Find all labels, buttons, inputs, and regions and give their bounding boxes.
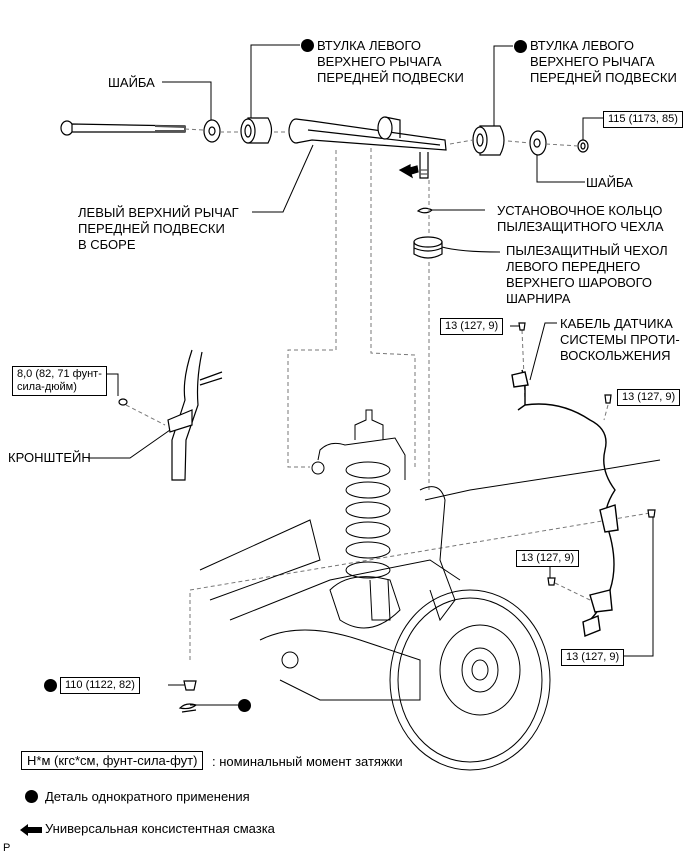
bracket-label: КРОНШТЕЙН (8, 450, 91, 465)
washer-right-label: ШАЙБА (586, 175, 633, 190)
nut-arm (577, 139, 589, 153)
upper-arm-label: ЛЕВЫЙ ВЕРХНИЙ РЫЧАГ ПЕРЕДНЕЙ ПОДВЕСКИ В … (78, 205, 239, 252)
non-reusable-marker (514, 40, 527, 53)
alignment-lines (125, 128, 651, 660)
non-reusable-marker (238, 699, 251, 712)
cotter-pin (178, 703, 198, 713)
non-reusable-marker (301, 39, 314, 52)
bushing-left (240, 117, 273, 144)
upper-arm-assembly (288, 116, 447, 179)
brake-hose-bracket (118, 349, 223, 481)
legend-non-reusable: Деталь однократного применения (45, 789, 250, 804)
legend-torque-desc: : номинальный момент затяжки (212, 754, 403, 769)
bushing-right (472, 125, 505, 156)
suspension-assembly (199, 409, 661, 771)
torque-ball-joint-nut: 110 (1122, 82) (60, 677, 140, 694)
bolts (183, 322, 656, 691)
torque-abs-bolt-1: 13 (127, 9) (440, 318, 504, 335)
washer-left-label: ШАЙБА (108, 75, 155, 90)
grease-arrow-icon (398, 164, 419, 179)
boot-ring-label: УСТАНОВОЧНОЕ КОЛЬЦО ПЫЛЕЗАЩИТНОГО ЧЕХЛА (497, 203, 664, 234)
torque-abs-bolt-4: 13 (127, 9) (561, 649, 625, 666)
torque-nut-arm: 115 (1173, 85) (603, 111, 683, 128)
long-bolt (60, 120, 186, 136)
boot-ring (416, 207, 434, 214)
dust-boot (413, 236, 443, 259)
footer-code: P (3, 842, 11, 854)
washer-right (529, 130, 547, 156)
legend-grease: Универсальная консистентная смазка (45, 821, 275, 836)
legend-grease-arrow-icon (20, 824, 42, 836)
torque-bracket-bolt: 8,0 (82, 71 фунт- сила-дюйм) (12, 366, 107, 396)
dust-boot-label: ПЫЛЕЗАЩИТНЫЙ ЧЕХОЛ ЛЕВОГО ПЕРЕДНЕГО ВЕРХ… (506, 243, 668, 306)
legend-torque-unit: Н*м (кгс*см, фунт-сила-фут) (21, 751, 204, 770)
legend-non-reusable-icon (25, 790, 38, 803)
non-reusable-marker (44, 679, 57, 692)
torque-abs-bolt-3: 13 (127, 9) (516, 550, 580, 567)
bushing-right-label: ВТУЛКА ЛЕВОГО ВЕРХНЕГО РЫЧАГА ПЕРЕДНЕЙ П… (530, 38, 677, 85)
torque-abs-bolt-2: 13 (127, 9) (617, 389, 681, 406)
abs-cable-label: КАБЕЛЬ ДАТЧИКА СИСТЕМЫ ПРОТИ- ВОСКОЛЬЖЕН… (560, 316, 680, 363)
abs-sensor-cable (511, 369, 619, 637)
washer-left (203, 119, 221, 143)
bushing-left-label: ВТУЛКА ЛЕВОГО ВЕРХНЕГО РЫЧАГА ПЕРЕДНЕЙ П… (317, 38, 464, 85)
